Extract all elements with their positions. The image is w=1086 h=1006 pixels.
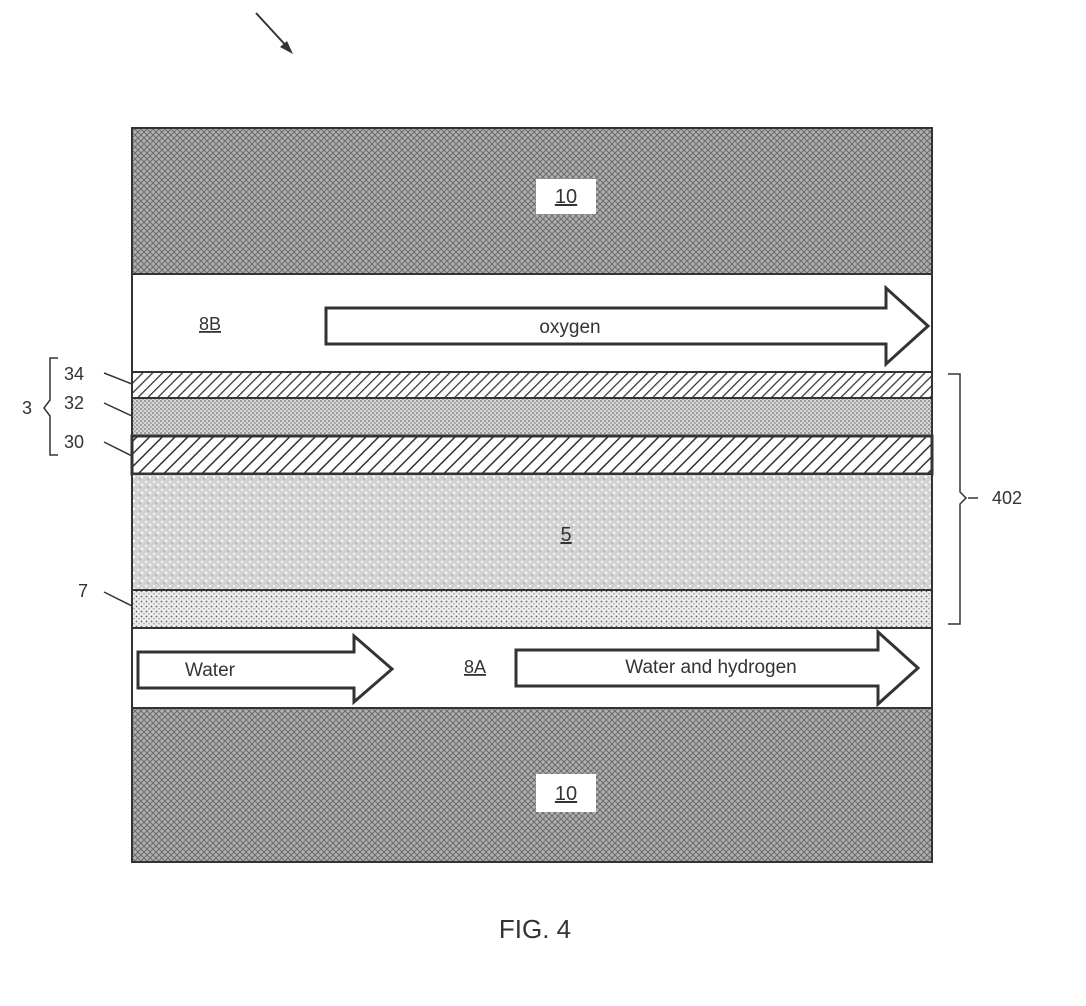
electrolyte-layer [132, 474, 932, 590]
leader-30 [104, 442, 132, 456]
callout-32: 32 [64, 393, 84, 413]
top-plate-label: 10 [555, 186, 577, 208]
electrode-group-brace [44, 358, 58, 455]
layer-30 [132, 436, 932, 474]
layer-32 [132, 398, 932, 436]
water-hydrogen-label: Water and hydrogen [625, 657, 796, 678]
cathode-channel-label: 8A [464, 657, 486, 677]
oxygen-flow-label: oxygen [539, 317, 600, 338]
callout-34: 34 [64, 364, 84, 384]
anode-channel-label: 8B [199, 314, 221, 334]
leader-32 [104, 403, 132, 416]
callout-7: 7 [78, 581, 88, 601]
layer-7 [132, 590, 932, 628]
assembly-label: 402 [992, 488, 1022, 508]
bottom-plate [132, 708, 932, 862]
figure-caption: FIG. 4 [499, 914, 571, 944]
callout-30: 30 [64, 432, 84, 452]
electrode-group-label: 3 [22, 398, 32, 418]
water-in-label: Water [185, 660, 236, 681]
assembly-brace [948, 374, 966, 624]
leader-34 [104, 373, 132, 384]
leader-7 [104, 592, 132, 606]
reference-arrow [256, 13, 293, 54]
layer-34 [132, 372, 932, 398]
top-plate [132, 128, 932, 274]
bottom-plate-label: 10 [555, 783, 577, 805]
electrolyte-label: 5 [560, 524, 571, 546]
